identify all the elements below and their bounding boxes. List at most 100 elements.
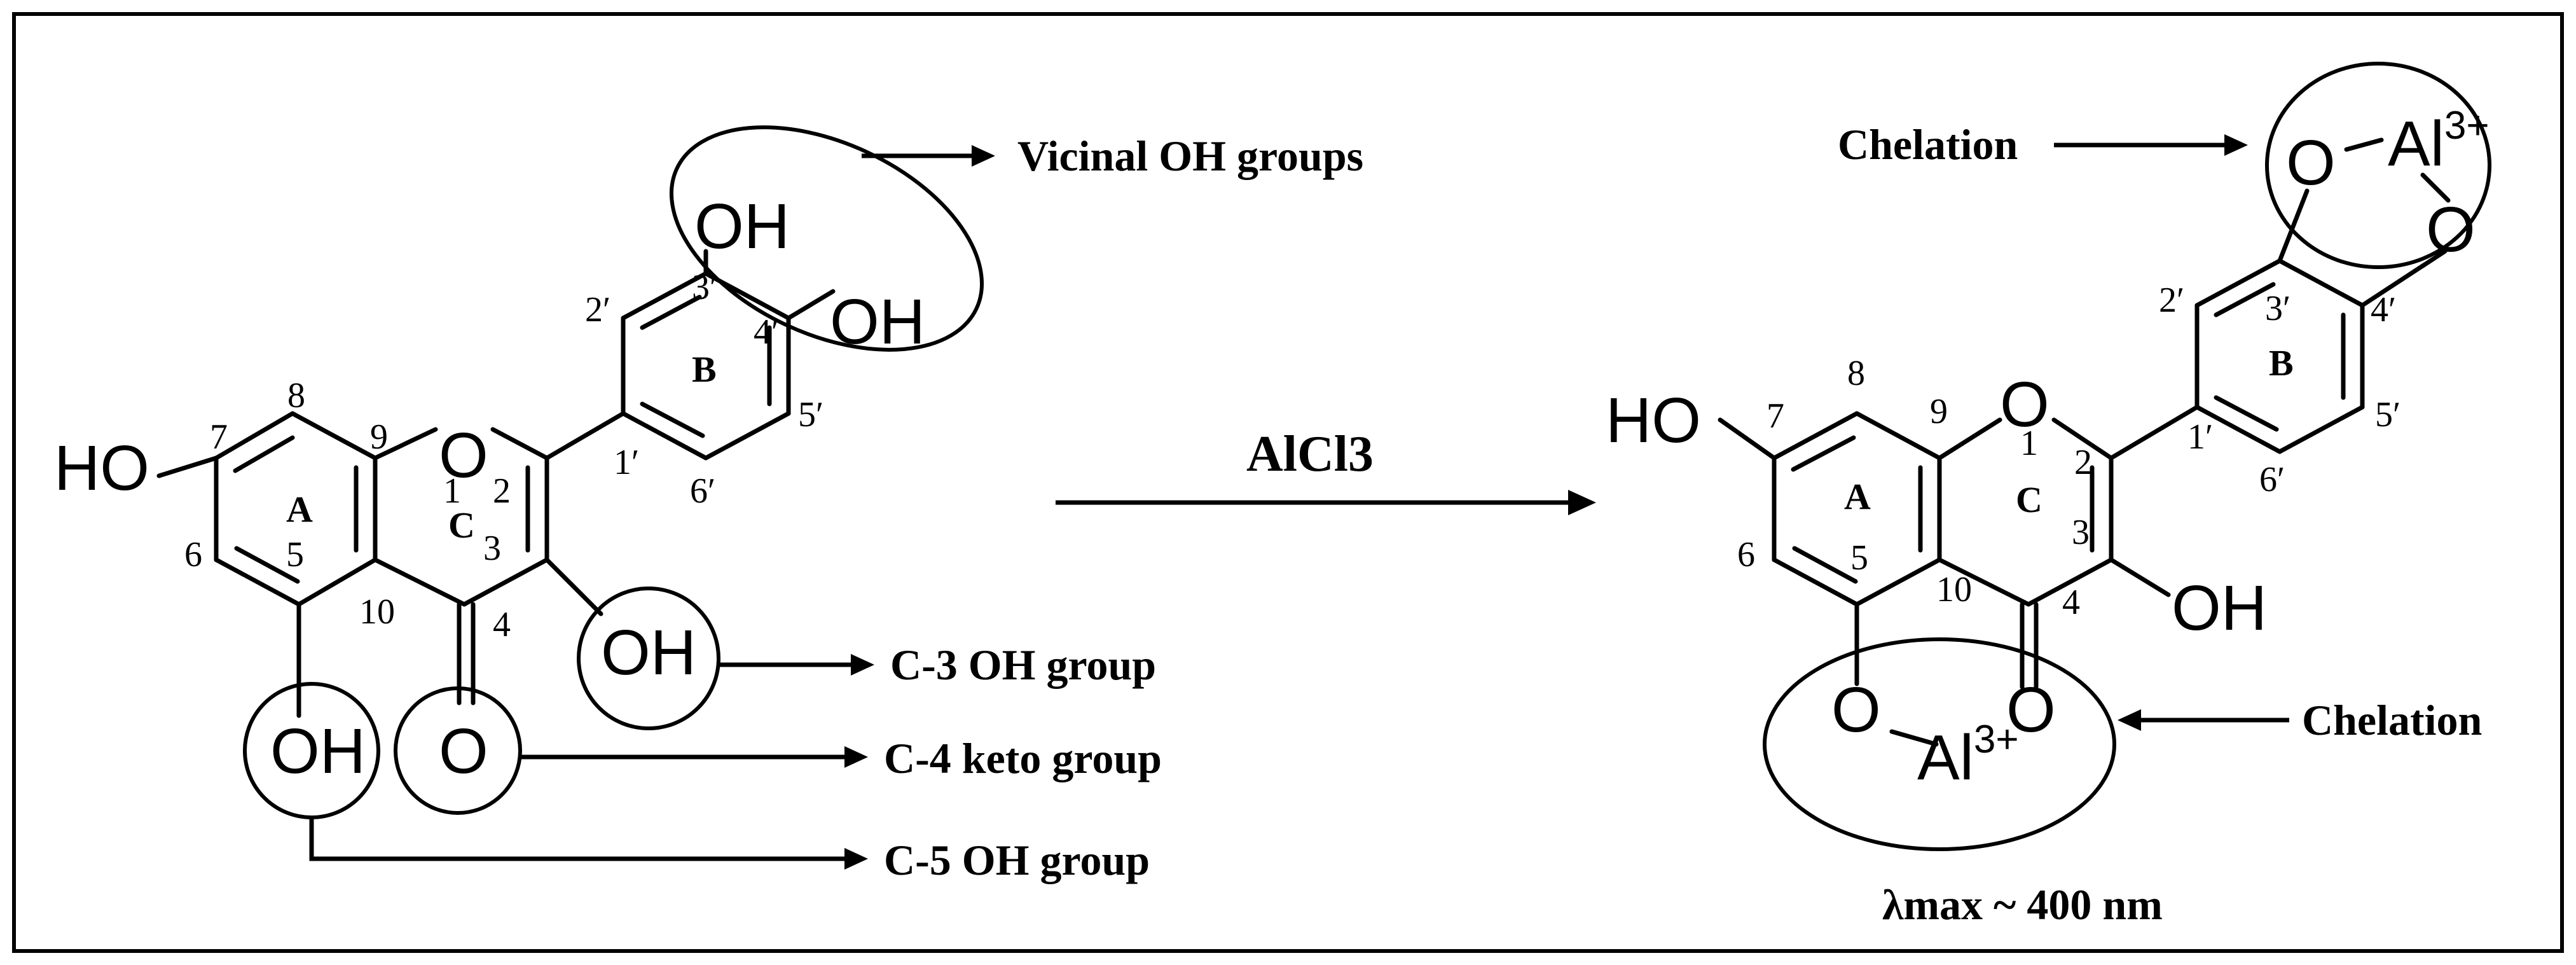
position-4: 4 <box>493 605 511 644</box>
position-7: 7 <box>1767 396 1784 436</box>
arrowhead <box>844 746 868 768</box>
bond <box>2360 249 2448 308</box>
bond <box>296 557 378 607</box>
reaction-arrowhead <box>1568 490 1596 515</box>
position-1: 1 <box>443 471 461 511</box>
reactant-structure: HO O OH OH O OH OH 7 8 9 1 2 3 4 10 5 6 … <box>54 125 1363 884</box>
double-bond-inner <box>233 435 295 473</box>
reagent-label: AlCl3 <box>1246 426 1374 482</box>
double-bond-inner <box>234 546 300 584</box>
position-3: 3 <box>483 529 501 568</box>
atom-o-3prime: O <box>2286 127 2336 198</box>
atom-oh-5: OH <box>270 716 366 787</box>
label-c4-keto: C-4 keto group <box>884 734 1162 782</box>
position-1prime: 1′ <box>614 443 639 482</box>
diagram-frame <box>12 12 2564 953</box>
atom-al-bottom: Al3+ <box>1917 718 2019 793</box>
bond <box>2109 405 2200 461</box>
position-5prime: 5′ <box>2375 395 2400 434</box>
double-bond-inner <box>640 401 705 438</box>
atom-ring-oxygen: O <box>2000 369 2049 440</box>
bond <box>1772 557 1859 607</box>
arrowhead <box>2224 134 2248 156</box>
bond <box>2051 417 2114 461</box>
bond <box>703 411 791 461</box>
product-structure: HO O OH O O Al3+ O O Al3+ 7 8 9 1 2 3 4 … <box>1606 62 2491 929</box>
ring-label-c: C <box>448 504 475 546</box>
bond <box>214 557 301 607</box>
position-6: 6 <box>184 535 202 574</box>
bond <box>1937 557 2031 607</box>
ring-label-a: A <box>286 489 313 530</box>
arrowhead <box>972 145 995 167</box>
label-c3-oh: C-3 OH group <box>890 641 1156 689</box>
bond <box>2344 137 2384 152</box>
position-8: 8 <box>1847 354 1865 393</box>
reaction-arrow-group: AlCl3 <box>1056 426 1596 515</box>
bond <box>490 427 549 461</box>
double-bond-inner <box>1791 435 1856 472</box>
position-10: 10 <box>359 592 395 632</box>
position-3: 3 <box>2072 513 2090 552</box>
bond <box>2420 172 2451 203</box>
atom-ring-oxygen: O <box>439 420 488 491</box>
label-c5-oh: C-5 OH group <box>884 836 1150 884</box>
bond <box>2277 405 2365 454</box>
position-5: 5 <box>286 535 304 574</box>
c3-oh-highlight <box>577 587 720 730</box>
bond <box>290 411 378 461</box>
bond <box>1772 411 1859 461</box>
position-9: 9 <box>370 417 388 457</box>
bond <box>2109 557 2171 597</box>
bond <box>462 557 549 607</box>
label-vicinal-oh: Vicinal OH groups <box>1017 132 1363 180</box>
atom-oh-3prime: OH <box>694 191 790 262</box>
atom-ho-7: HO <box>1606 385 1701 456</box>
position-4prime: 4′ <box>2371 290 2396 330</box>
atom-ho-7: HO <box>54 433 149 504</box>
bond <box>544 557 603 616</box>
position-1: 1 <box>2020 424 2038 463</box>
position-5prime: 5′ <box>798 395 823 434</box>
bond <box>2277 188 2310 263</box>
position-2prime: 2′ <box>2159 281 2184 320</box>
atom-keto-oxygen: O <box>439 716 488 787</box>
chelation-highlight-top <box>2265 62 2491 269</box>
atom-o-5: O <box>1831 674 1881 746</box>
bond <box>2194 405 2282 454</box>
label-chelation-top: Chelation <box>1838 120 2018 169</box>
bond <box>621 411 708 461</box>
position-6: 6 <box>1737 535 1755 574</box>
position-4: 4 <box>2062 583 2080 622</box>
bond <box>1854 557 1942 607</box>
label-chelation-bottom: Chelation <box>2302 696 2482 744</box>
bond <box>544 411 626 461</box>
bond <box>214 411 295 461</box>
position-6prime: 6′ <box>2259 460 2285 499</box>
position-6prime: 6′ <box>690 471 715 511</box>
arrowhead <box>2118 709 2141 731</box>
position-9: 9 <box>1930 392 1948 431</box>
c4-keto-highlight <box>394 686 522 815</box>
bond <box>2194 258 2282 308</box>
bond <box>373 427 438 461</box>
position-2: 2 <box>2074 443 2092 482</box>
ring-label-c: C <box>2016 479 2042 520</box>
atom-oh-3: OH <box>601 617 696 688</box>
position-8: 8 <box>287 376 305 415</box>
bond <box>2277 258 2365 308</box>
arrow-c5 <box>309 817 846 861</box>
position-7: 7 <box>210 417 228 457</box>
atom-keto-oxygen: O <box>2006 674 2056 746</box>
position-1prime: 1′ <box>2187 417 2213 457</box>
double-bond-inner <box>640 295 702 330</box>
bond <box>1718 417 1777 461</box>
double-bond-inner <box>1792 546 1858 584</box>
bond <box>621 271 708 321</box>
vicinal-oh-highlight <box>669 125 984 352</box>
position-2: 2 <box>493 471 511 511</box>
label-lambda-max: λmax ~ 400 nm <box>1882 880 2163 929</box>
chelation-highlight-bottom <box>1763 637 2116 851</box>
position-10: 10 <box>1936 570 1972 609</box>
